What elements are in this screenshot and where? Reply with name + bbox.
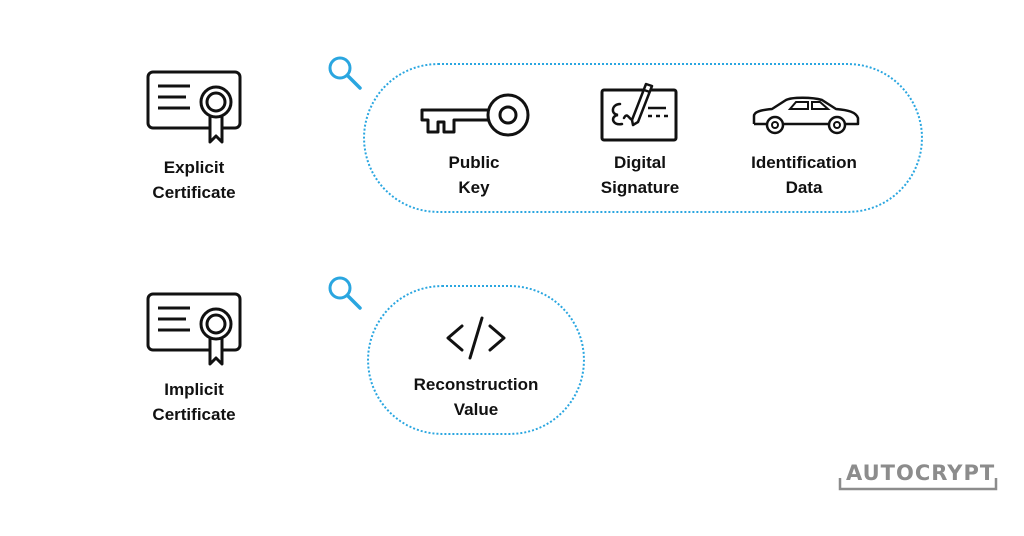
public-key-line2: Key <box>458 178 490 197</box>
public-key-line1: Public <box>448 153 500 172</box>
implicit-label-line1: Implicit <box>164 380 224 399</box>
explicit-contents-group <box>363 63 923 213</box>
implicit-contents-group <box>367 285 585 435</box>
reconstruction-value-line1: Reconstruction <box>413 375 539 394</box>
implicit-certificate-icon <box>146 292 242 366</box>
identification-data-line1: Identification <box>751 153 857 172</box>
signature-icon <box>600 78 680 142</box>
digital-signature-line2: Signature <box>600 178 680 197</box>
magnifier-icon <box>326 54 364 92</box>
explicit-certificate-label: Explicit Certificate <box>134 155 254 205</box>
brand-logo-text: AUTOCRYPT <box>846 461 996 485</box>
car-icon <box>750 96 862 136</box>
brand-logo: AUTOCRYPT <box>838 460 998 492</box>
key-icon <box>418 92 534 140</box>
reconstruction-value-line2: Value <box>453 400 499 419</box>
digital-signature-line1: Digital <box>614 153 666 172</box>
identification-data-line2: Data <box>785 178 823 197</box>
public-key-label: Public Key <box>414 150 534 200</box>
explicit-certificate-icon <box>146 70 242 144</box>
explicit-label-line2: Certificate <box>152 183 236 202</box>
identification-data-label: Identification Data <box>734 150 874 200</box>
implicit-certificate-label: Implicit Certificate <box>134 377 254 427</box>
code-icon <box>444 314 508 362</box>
explicit-label-line1: Explicit <box>163 158 225 177</box>
implicit-label-line2: Certificate <box>152 405 236 424</box>
reconstruction-value-label: Reconstruction Value <box>406 372 546 422</box>
digital-signature-label: Digital Signature <box>580 150 700 200</box>
magnifier-icon <box>326 274 364 312</box>
